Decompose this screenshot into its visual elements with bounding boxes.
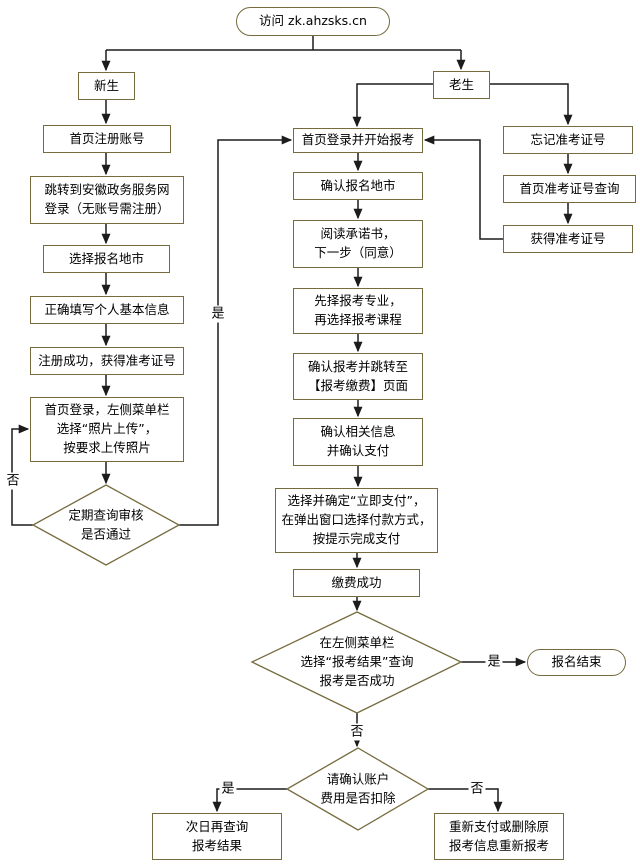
label-audit-yes: 是	[209, 305, 227, 323]
node-read-commitment: 阅读承诺书， 下一步（同意）	[293, 220, 423, 268]
node-select-major: 先择报考专业， 再选择报考课程	[293, 288, 423, 334]
decision-deduction-shape	[285, 747, 430, 831]
node-photo-upload: 首页登录，左侧菜单栏 选择“照片上传”， 按要求上传照片	[30, 397, 184, 462]
node-register-account: 首页注册账号	[43, 125, 171, 153]
flow-connector	[489, 83, 573, 126]
label-deduction-no: 否	[468, 780, 486, 798]
decision-audit-label: 定期查询审核 是否通过	[68, 507, 144, 541]
decision-result-shape	[250, 611, 463, 714]
flow-connector-id-loop	[423, 135, 503, 240]
node-start-terminator: 访问 zk.ahzsks.cn	[236, 7, 390, 36]
decision-result-label: 在左侧菜单栏 选择“报考结果”查询 报考是否成功	[300, 634, 414, 688]
node-new-student: 新生	[78, 72, 135, 100]
flow-connector-yes	[179, 135, 293, 526]
node-login-apply: 首页登录并开始报考	[293, 128, 423, 153]
node-got-id: 获得准考证号	[503, 225, 633, 253]
node-recheck-next-day: 次日再查询 报考结果	[152, 813, 282, 860]
node-pay-now: 选择并确定“立即支付”， 在弹出窗口选择付款方式， 按提示完成支付	[275, 488, 438, 553]
node-confirm-info: 确认相关信息 并确认支付	[293, 418, 423, 466]
node-id-query: 首页准考证号查询	[503, 175, 636, 203]
flow-connector-yes	[212, 788, 287, 813]
label-deduction-yes: 是	[219, 780, 237, 798]
label-audit-no: 否	[4, 472, 22, 490]
flow-connector-no	[428, 788, 503, 813]
flow-connector	[352, 83, 433, 128]
node-confirm-apply: 确认报考并跳转至 【报考缴费】页面	[293, 353, 423, 400]
node-forgot-id: 忘记准考证号	[503, 126, 633, 154]
decision-deduction-label: 请确认账户 费用是否扣除	[320, 771, 396, 805]
label-result-no: 否	[348, 723, 366, 741]
node-old-student: 老生	[433, 71, 490, 99]
node-register-success: 注册成功，获得准考证号	[30, 347, 184, 375]
node-confirm-city: 确认报名地市	[293, 172, 423, 200]
node-end-terminator: 报名结束	[527, 649, 626, 676]
node-repay: 重新支付或删除原 报考信息重新报考	[434, 813, 564, 860]
node-fill-info: 正确填写个人基本信息	[30, 296, 184, 324]
node-pay-success: 缴费成功	[293, 569, 420, 597]
label-result-yes: 是	[485, 653, 503, 671]
node-gov-login: 跳转到安徽政务服务网 登录（无账号需注册）	[30, 176, 184, 224]
node-select-city: 选择报名地市	[43, 245, 170, 273]
decision-audit-shape	[31, 484, 181, 566]
